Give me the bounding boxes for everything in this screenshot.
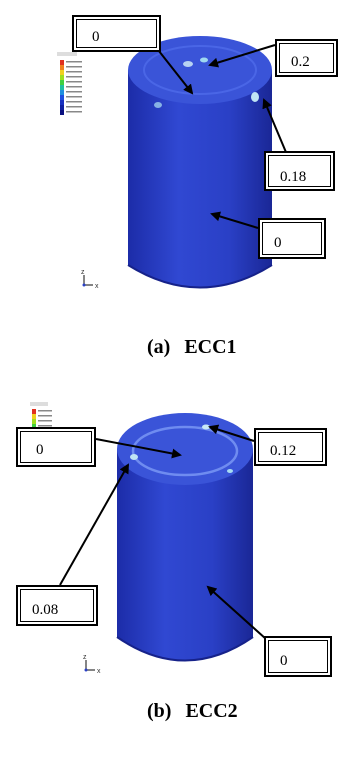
ecc2-axis-triad: z x xyxy=(83,654,101,675)
ecc2-callout-body: 0 xyxy=(264,636,332,677)
svg-text:z: z xyxy=(83,654,87,661)
ecc2-callout-side-left-value: 0.08 xyxy=(32,602,59,618)
svg-text:x: x xyxy=(97,668,101,675)
ecc2-arrow-top-center xyxy=(95,438,182,459)
ecc2-caption: (b) ECC2 xyxy=(147,700,238,723)
ecc2-callout-top-center-value: 0 xyxy=(36,442,44,458)
ecc1-contour-figure: z x xyxy=(57,36,297,290)
ecc2-caption-label: (b) xyxy=(147,700,172,722)
ecc1-arrow-top-center xyxy=(154,45,194,95)
ecc2-callout-side-left: 0.08 xyxy=(16,585,98,626)
ecc2-arrow-top-right xyxy=(208,424,255,442)
ecc1-color-legend xyxy=(57,52,82,115)
ecc1-cylinder xyxy=(127,36,273,289)
ecc1-callout-top-center-value: 0 xyxy=(92,29,100,45)
ecc2-caption-name: ECC2 xyxy=(185,700,238,722)
panel-ecc2: z x 0 0.12 0.08 0 (b) ECC2 xyxy=(0,379,341,758)
panel-ecc1: z x 0 0.2 0.18 0 (a) ECC1 xyxy=(57,15,338,359)
ecc1-arrow-body xyxy=(210,211,259,229)
ecc2-arrow-body xyxy=(206,585,267,640)
ecc1-callout-side-right: 0.18 xyxy=(264,151,335,191)
ecc1-callout-top-right-value: 0.2 xyxy=(291,54,310,70)
ecc1-callout-side-right-value: 0.18 xyxy=(280,169,307,185)
ecc1-caption-label: (a) xyxy=(147,336,171,358)
ecc2-arrow-side-left xyxy=(59,463,129,586)
ecc2-callout-body-value: 0 xyxy=(280,653,288,669)
ecc1-callout-top-right: 0.2 xyxy=(275,39,338,77)
ecc2-callout-top-right-value: 0.12 xyxy=(270,443,297,459)
ecc2-pointer-arrows xyxy=(59,424,267,640)
svg-text:z: z xyxy=(81,269,85,276)
ecc1-caption: (a) ECC1 xyxy=(147,336,237,359)
ecc1-callout-body: 0 xyxy=(258,218,326,259)
ecc1-callout-top-center: 0 xyxy=(72,15,161,52)
ecc2-callout-top-right: 0.12 xyxy=(254,428,327,466)
ecc1-callout-body-value: 0 xyxy=(274,235,282,251)
ecc2-cylinder xyxy=(116,413,254,662)
ecc1-arrow-top-right xyxy=(208,44,276,68)
svg-text:x: x xyxy=(95,283,99,290)
ecc1-axis-triad: z x xyxy=(81,269,99,290)
ecc2-callout-top-center: 0 xyxy=(16,427,96,467)
ecc2-contour-figure: z x xyxy=(30,402,267,675)
ecc1-caption-name: ECC1 xyxy=(184,336,237,358)
